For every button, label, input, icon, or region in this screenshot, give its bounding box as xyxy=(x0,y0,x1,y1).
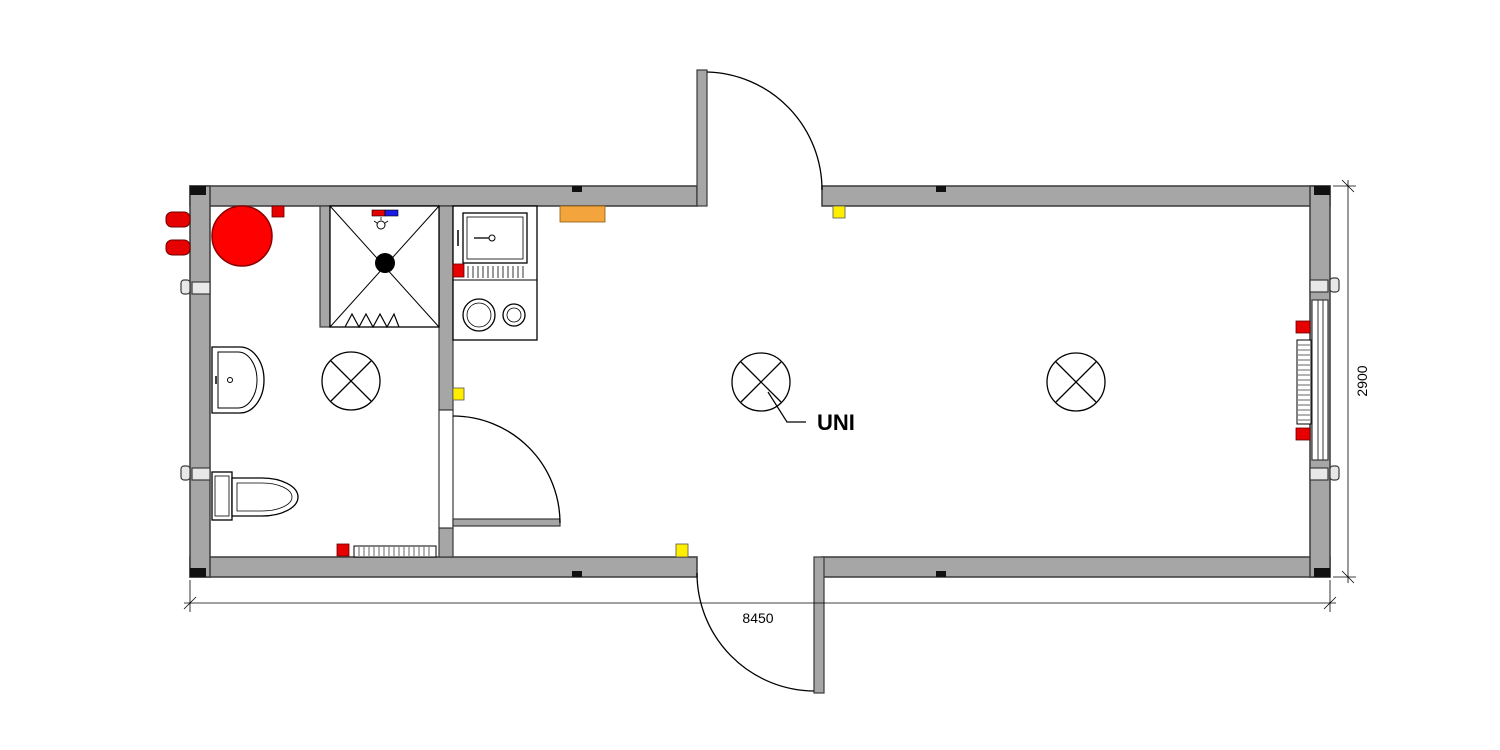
socket-marker xyxy=(336,543,350,557)
boiler-icon xyxy=(211,205,273,267)
switch-marker xyxy=(832,205,846,219)
wall-bottom-left xyxy=(189,556,698,578)
ceiling-light-icon xyxy=(1046,352,1106,412)
width-dimension-line xyxy=(1333,179,1356,584)
shower-partition xyxy=(319,205,331,328)
width-dimension: 2900 xyxy=(1354,365,1370,396)
ceiling-light-icon xyxy=(731,352,791,412)
partition-bathroom-lower xyxy=(438,527,454,558)
switch-marker xyxy=(675,543,689,558)
top-entrance-door xyxy=(696,69,823,207)
switch-markers xyxy=(452,205,846,558)
socket-marker xyxy=(452,263,465,278)
length-dimension-line xyxy=(183,580,1337,612)
wall-left xyxy=(189,185,211,578)
socket-marker xyxy=(1295,320,1311,334)
hob-icon xyxy=(462,298,526,332)
corner-posts xyxy=(190,186,1330,577)
distribution-board-icon xyxy=(559,205,606,223)
bathroom-radiator-icon xyxy=(353,545,437,558)
wall-bottom-right xyxy=(821,556,1331,578)
socket-markers xyxy=(271,205,1311,557)
washbasin-icon xyxy=(211,346,265,414)
wall-top-right xyxy=(821,185,1331,207)
ceiling-light-icon xyxy=(321,351,381,411)
socket-marker xyxy=(271,205,285,218)
room-label: UNI xyxy=(817,410,855,435)
window-brackets xyxy=(180,277,1340,481)
socket-marker xyxy=(1295,427,1311,441)
kitchen-sink-icon xyxy=(457,212,528,278)
length-dimension: 8450 xyxy=(742,610,773,626)
gas-bottles-icon xyxy=(165,211,191,256)
partition-bathroom-kitchen xyxy=(438,205,454,411)
toilet-icon xyxy=(211,471,299,521)
bottom-entrance-door xyxy=(696,556,825,694)
room-label-leader xyxy=(767,391,806,423)
wall-top-left xyxy=(189,185,698,207)
shower-mixer-icon xyxy=(371,209,399,230)
main-room-radiator-icon xyxy=(1296,339,1312,425)
switch-marker xyxy=(452,387,465,401)
end-window xyxy=(1311,299,1329,461)
bathroom-door xyxy=(438,409,561,529)
